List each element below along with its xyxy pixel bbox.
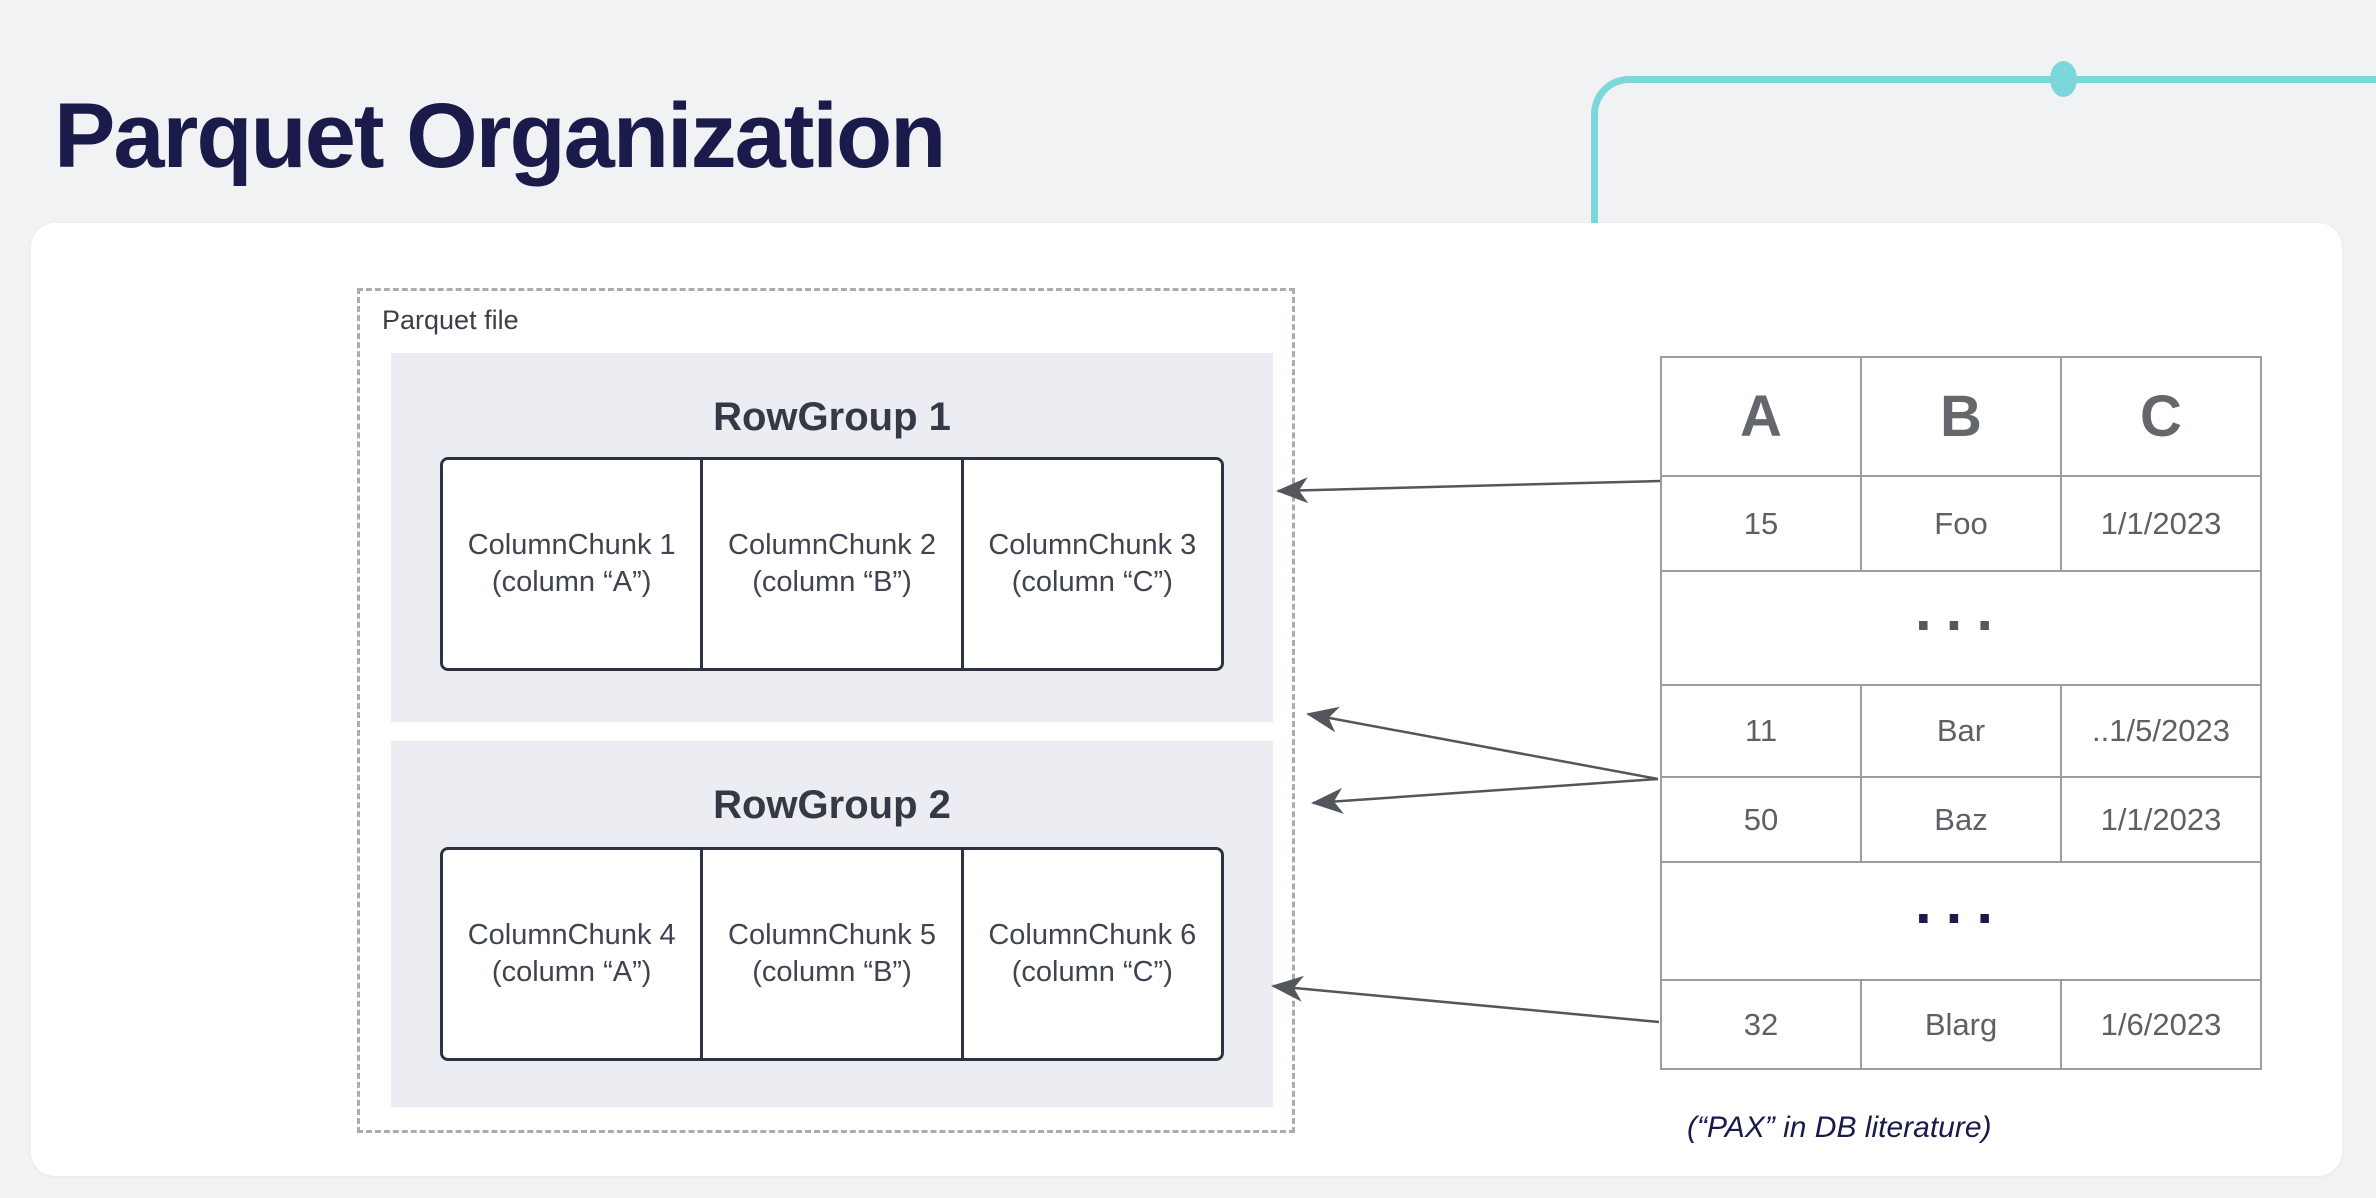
table-header-c: C bbox=[2060, 358, 2260, 475]
parquet-file-label: Parquet file bbox=[382, 305, 519, 335]
table-cell: Blarg bbox=[1860, 981, 2060, 1068]
table-cell: 11 bbox=[1662, 686, 1860, 776]
table-cell: ..1/5/2023 bbox=[2060, 686, 2260, 776]
table-header-b: B bbox=[1860, 358, 2060, 475]
source-table: A B C 15 Foo 1/1/2023 ... 11 Bar ..1/5/2… bbox=[1660, 356, 2262, 1070]
rowgroup-1-chunks: ColumnChunk 1 (column “A”) ColumnChunk 2… bbox=[440, 457, 1224, 671]
column-chunk-4-name: ColumnChunk 4 bbox=[467, 918, 676, 951]
column-chunk-6-name: ColumnChunk 6 bbox=[988, 918, 1197, 951]
column-chunk-5: ColumnChunk 5 (column “B”) bbox=[700, 850, 961, 1058]
rowgroup-2-chunks: ColumnChunk 4 (column “A”) ColumnChunk 5… bbox=[440, 847, 1224, 1061]
table-cell: 1/1/2023 bbox=[2060, 778, 2260, 861]
pax-caption: (“PAX” in DB literature) bbox=[1687, 1111, 1992, 1144]
page-title: Parquet Organization bbox=[54, 85, 946, 187]
column-chunk-2-name: ColumnChunk 2 bbox=[728, 528, 936, 561]
column-chunk-3-name: ColumnChunk 3 bbox=[988, 528, 1197, 561]
ellipsis-text: ... bbox=[1914, 868, 2007, 936]
table-header-row: A B C bbox=[1662, 358, 2260, 475]
arrow-row1-to-rowgroup1 bbox=[1276, 477, 1661, 504]
column-chunk-1: ColumnChunk 1 (column “A”) bbox=[443, 460, 701, 668]
column-chunk-6-col: (column “C”) bbox=[1011, 956, 1173, 988]
table-row: 50 Baz 1/1/2023 bbox=[1662, 776, 2260, 861]
column-chunk-4: ColumnChunk 4 (column “A”) bbox=[443, 850, 701, 1058]
rowgroup-1: RowGroup 1 ColumnChunk 1 (column “A”) Co… bbox=[391, 353, 1273, 722]
column-chunk-2-col: (column “B”) bbox=[752, 566, 912, 598]
arrow-row4-to-rowgroup2 bbox=[1311, 777, 1659, 814]
rowgroup-2: RowGroup 2 ColumnChunk 4 (column “A”) Co… bbox=[391, 741, 1273, 1107]
table-header-a: A bbox=[1662, 358, 1860, 475]
table-row: 32 Blarg 1/6/2023 bbox=[1662, 979, 2260, 1068]
table-row: 11 Bar ..1/5/2023 bbox=[1662, 684, 2260, 776]
column-chunk-3: ColumnChunk 3 (column “C”) bbox=[960, 460, 1221, 668]
table-cell: 1/1/2023 bbox=[2060, 477, 2260, 570]
column-chunk-1-name: ColumnChunk 1 bbox=[467, 528, 676, 561]
column-chunk-6: ColumnChunk 6 (column “C”) bbox=[960, 850, 1221, 1058]
rowgroup-2-title: RowGroup 2 bbox=[713, 783, 951, 827]
table-row: 15 Foo 1/1/2023 bbox=[1662, 475, 2260, 570]
parquet-file-box: Parquet file RowGroup 1 ColumnChunk 1 (c… bbox=[357, 288, 1295, 1133]
table-ellipsis-row: ... bbox=[1662, 861, 2260, 979]
ellipsis-text: ... bbox=[1914, 575, 2007, 643]
arrow-row6-to-rowgroup2 bbox=[1271, 975, 1660, 1024]
table-cell: 15 bbox=[1662, 477, 1860, 570]
table-cell: Bar bbox=[1860, 686, 2060, 776]
table-cell: Baz bbox=[1860, 778, 2060, 861]
column-chunk-3-col: (column “C”) bbox=[1011, 566, 1173, 598]
column-chunk-1-col: (column “A”) bbox=[491, 566, 652, 598]
table-cell: Foo bbox=[1860, 477, 2060, 570]
arrow-row3-to-rowgroup1 bbox=[1306, 706, 1659, 781]
table-cell: 50 bbox=[1662, 778, 1860, 861]
column-chunk-4-col: (column “A”) bbox=[491, 956, 652, 988]
rowgroup-1-title: RowGroup 1 bbox=[713, 395, 951, 439]
teal-connector-dot bbox=[2050, 61, 2077, 97]
table-cell: 1/6/2023 bbox=[2060, 981, 2260, 1068]
teal-connector-line bbox=[1591, 76, 2376, 246]
table-cell: 32 bbox=[1662, 981, 1860, 1068]
column-chunk-5-col: (column “B”) bbox=[752, 956, 912, 988]
column-chunk-2: ColumnChunk 2 (column “B”) bbox=[700, 460, 961, 668]
table-ellipsis-row: ... bbox=[1662, 570, 2260, 684]
content-card: Parquet file RowGroup 1 ColumnChunk 1 (c… bbox=[31, 223, 2342, 1176]
column-chunk-5-name: ColumnChunk 5 bbox=[728, 918, 936, 951]
